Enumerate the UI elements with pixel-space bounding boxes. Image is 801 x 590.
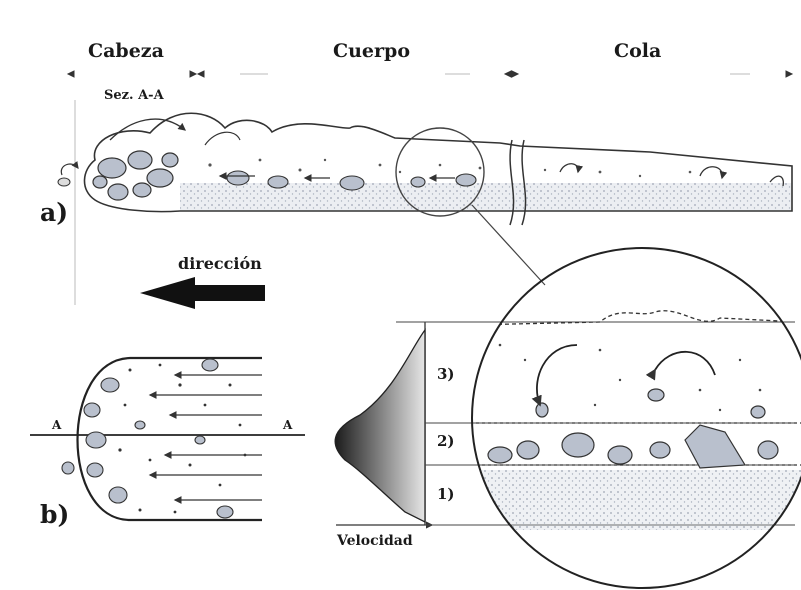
head-boulders [93,151,178,200]
panel-a-label: a) [40,198,68,227]
panel-b-label: b) [40,500,69,529]
zone-label-1: 1) [437,485,455,503]
flow-profile [58,100,792,305]
cross-section-label: Sez. A-A [104,88,164,103]
direction-label: dirección [178,254,262,273]
section-label-body: Cuerpo [333,40,410,62]
zone-label-2: 2) [437,432,455,450]
magnified-section [470,248,801,588]
section-mark-left: A [52,418,61,432]
direction-arrow [140,277,265,309]
zone-label-3: 3) [437,365,455,383]
section-label-tail: Cola [614,40,661,62]
section-label-head: Cabeza [88,40,164,62]
front-plan-view [30,358,305,520]
section-mark-right: A [283,418,292,432]
velocity-label: Velocidad [337,533,413,549]
section-dividers [68,71,792,77]
